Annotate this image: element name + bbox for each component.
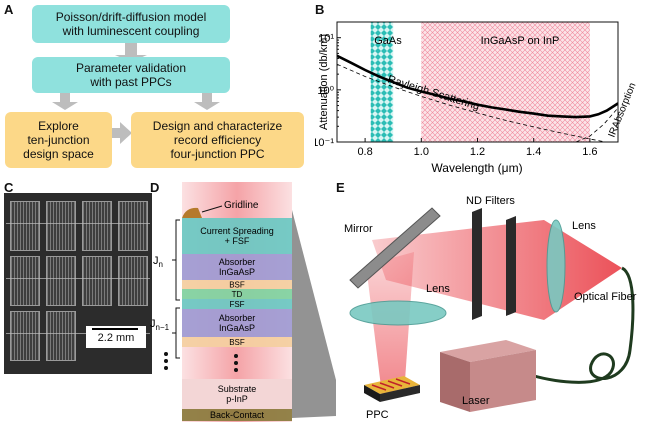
ppc-device bbox=[364, 376, 420, 402]
scale-bar bbox=[92, 328, 138, 330]
flow-box-model: Poisson/drift-diffusion model with lumin… bbox=[32, 5, 230, 43]
stack-layer-label-0: Current Spreading+ FSF bbox=[200, 226, 274, 246]
label-ppc: PPC bbox=[366, 409, 389, 421]
stack-layer-4 bbox=[182, 299, 292, 309]
chip-micrograph: 2.2 mm bbox=[4, 193, 152, 374]
panel-label-b: B bbox=[315, 2, 325, 17]
brace-jn1 bbox=[172, 307, 180, 359]
label-laser: Laser bbox=[462, 395, 490, 407]
stack-layer-1 bbox=[182, 254, 292, 280]
panel-label-c: C bbox=[4, 180, 14, 195]
zoom-wedge bbox=[292, 210, 336, 418]
panel-label-a: A bbox=[4, 2, 14, 17]
chip-cell bbox=[10, 256, 40, 306]
x-tick-label-0: 0.8 bbox=[357, 146, 372, 158]
chip-cell bbox=[46, 201, 76, 251]
stack-layer-label-6: BSF bbox=[229, 338, 245, 347]
chip-cell bbox=[82, 256, 112, 306]
chip-cell bbox=[118, 256, 148, 306]
annotation-ir: IRAbsorption bbox=[607, 81, 639, 139]
arrow-1-2 bbox=[125, 43, 137, 55]
x-tick-label-1: 1.0 bbox=[414, 146, 429, 158]
chip-row-separator bbox=[6, 278, 150, 279]
arrow-3-4 bbox=[112, 128, 120, 138]
nd-filter-1 bbox=[472, 208, 482, 320]
region-1 bbox=[421, 22, 590, 142]
series-line-0 bbox=[337, 54, 618, 119]
stack-layer-8 bbox=[182, 409, 292, 421]
nd-filter-2 bbox=[506, 216, 516, 316]
x-tick-label-4: 1.6 bbox=[582, 146, 597, 158]
mirror bbox=[349, 207, 441, 289]
label-lens-right: Lens bbox=[572, 220, 596, 232]
stack-layer-label-4: FSF bbox=[229, 300, 244, 309]
region-label-ingaasp: InGaAsP on InP bbox=[481, 35, 560, 47]
x-tick-label-3: 1.4 bbox=[526, 146, 541, 158]
label-mirror: Mirror bbox=[344, 223, 373, 235]
x-axis-label: Wavelength (μm) bbox=[431, 161, 522, 175]
scale-bar-box: 2.2 mm bbox=[86, 326, 146, 348]
series-line-2 bbox=[575, 107, 618, 142]
region-0 bbox=[370, 22, 394, 142]
arrow-2-4 bbox=[202, 92, 212, 102]
stack-layer-7 bbox=[182, 379, 292, 409]
chip-cell bbox=[46, 311, 76, 361]
ellipsis-dots bbox=[164, 352, 238, 372]
optical-fiber bbox=[530, 266, 635, 384]
stack-layer-5 bbox=[182, 309, 292, 337]
scale-bar-label: 2.2 mm bbox=[97, 332, 135, 344]
optical-setup: ND Filters Lens Mirror Lens Optical Fibe… bbox=[344, 195, 637, 421]
panel-label-d: D bbox=[150, 180, 160, 195]
lens-right bbox=[546, 219, 566, 313]
stack-layer-label-3: TD bbox=[232, 290, 243, 299]
stack-layer-label-2: BSF bbox=[229, 281, 245, 290]
chip-cell bbox=[46, 256, 76, 306]
panel-label-e: E bbox=[336, 180, 345, 195]
stack-layer-2 bbox=[182, 280, 292, 289]
y-tick-label-1: 10⁰ bbox=[317, 85, 334, 97]
chip-cell bbox=[10, 311, 40, 361]
jn1-label: Jn−1 bbox=[150, 318, 170, 332]
y-tick-label-0: 10⁻¹ bbox=[315, 137, 334, 149]
x-tick-label-2: 1.2 bbox=[470, 146, 485, 158]
chip-cell bbox=[118, 201, 148, 251]
attenuation-chart: 0.8 1.0 1.2 1.4 1.6 10⁻¹ 10⁰ 10¹ GaAs InGaAsP o… bbox=[315, 21, 639, 175]
flow-box-explore: Explore ten-junction design space bbox=[5, 112, 112, 168]
chip-row-separator bbox=[6, 333, 150, 334]
stack-layer-3 bbox=[182, 289, 292, 299]
stack-layer-0 bbox=[182, 218, 292, 254]
stack-layer-label-8: Back-Contact bbox=[210, 410, 265, 420]
stack-layer-6 bbox=[182, 337, 292, 347]
flow-box-design: Design and characterize record efficienc… bbox=[131, 112, 304, 168]
chip-cell bbox=[82, 201, 112, 251]
lens-bottom bbox=[349, 300, 447, 326]
brace-jn bbox=[172, 219, 180, 301]
series-line-1 bbox=[337, 63, 608, 142]
flow-arrows bbox=[52, 43, 220, 144]
arrow-2-3 bbox=[60, 92, 70, 102]
gridline bbox=[182, 207, 202, 218]
label-optical-fiber: Optical Fiber bbox=[574, 291, 637, 303]
chip-cell bbox=[10, 201, 40, 251]
label-lens-bottom: Lens bbox=[426, 283, 450, 295]
label-nd-filters: ND Filters bbox=[466, 195, 515, 207]
y-axis-label: Attenuation (db/km) bbox=[318, 34, 330, 130]
laser-box bbox=[440, 340, 536, 412]
y-tick-label-2: 10¹ bbox=[318, 33, 334, 45]
gridline-label: Gridline bbox=[224, 200, 259, 211]
flow-box-validation: Parameter validation with past PPCs bbox=[32, 57, 230, 93]
jn-label: Jn bbox=[153, 255, 163, 269]
chip-row-separator bbox=[6, 223, 150, 224]
region-label-gaas: GaAs bbox=[374, 35, 402, 47]
